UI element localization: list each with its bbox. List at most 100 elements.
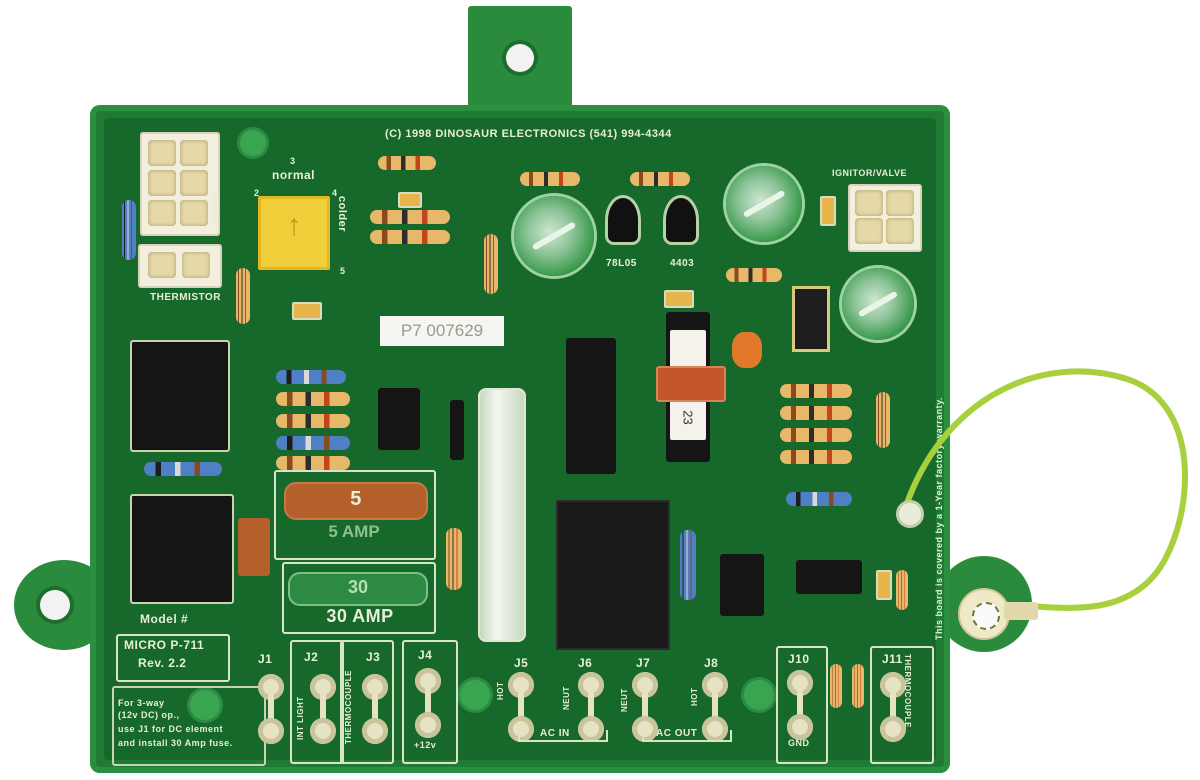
- arrow-up-icon: ↑: [286, 209, 302, 242]
- terminal-j5[interactable]: [508, 672, 534, 742]
- top-mounting-hole: [506, 44, 534, 72]
- regulator-label: 78L05: [606, 258, 637, 269]
- tantalum-capacitor: [732, 332, 762, 368]
- terminal-j2[interactable]: [310, 674, 336, 744]
- j7-sub: NEUT: [620, 688, 629, 712]
- resistor: [370, 210, 450, 224]
- j4-box: [402, 640, 458, 764]
- resistor: [276, 436, 350, 450]
- relay-2: [130, 494, 234, 604]
- serial-sticker: P7 007629: [380, 316, 504, 346]
- resistor: [726, 268, 782, 282]
- electrolytic-capacitor: [726, 166, 802, 242]
- smd-diode: [876, 570, 892, 600]
- fuse-30a[interactable]: 30: [288, 572, 428, 606]
- power-relay: [556, 500, 670, 650]
- resistor: [276, 370, 346, 384]
- warmer-label: warmer: [210, 190, 222, 233]
- glass-cartridge-fuse[interactable]: [478, 388, 526, 642]
- copyright-text: (C) 1998 DINOSAUR ELECTRONICS (541) 994-…: [385, 128, 672, 140]
- j6-sub: NEUT: [562, 686, 571, 710]
- ignitor-valve-connector: [848, 184, 922, 252]
- colder-label: colder: [336, 196, 348, 233]
- fuse-5a[interactable]: 5: [284, 482, 428, 520]
- j5-sub: HOT: [496, 681, 505, 700]
- j10-sub: GND: [788, 738, 810, 748]
- blue-jumper-wire: [144, 462, 222, 476]
- j3-box: [340, 640, 394, 764]
- terminal-j4[interactable]: [415, 668, 441, 738]
- pot-position-3: 3: [290, 156, 296, 166]
- electrolytic-capacitor: [514, 196, 594, 276]
- resistor: [780, 450, 852, 464]
- ac-in-bracket: [518, 730, 608, 742]
- terminal-j1[interactable]: [258, 674, 284, 744]
- j11-sub: THERMOCOUPLE: [903, 654, 912, 728]
- j10-box: [776, 646, 828, 764]
- ceramic-resonator: [656, 366, 726, 402]
- j7-label: J7: [636, 656, 651, 670]
- terminal-j6[interactable]: [578, 672, 604, 742]
- resistor: [630, 172, 690, 186]
- ac-out-label: AC OUT: [656, 728, 698, 739]
- via: [744, 680, 774, 710]
- temperature-pot[interactable]: ↑: [258, 196, 330, 270]
- left-mounting-hole: [40, 590, 70, 620]
- terminal-j7[interactable]: [632, 672, 658, 742]
- j11-box: [870, 646, 934, 764]
- via: [240, 130, 266, 156]
- pot-position-2: 2: [254, 188, 260, 198]
- note-line-1: For 3-way: [118, 698, 165, 708]
- vertical-resistor: [122, 200, 136, 260]
- terminal-j11[interactable]: [880, 672, 906, 742]
- ac-out-bracket: [642, 730, 732, 742]
- note-line-4: and install 30 Amp fuse.: [118, 738, 233, 748]
- power-transistor: [792, 286, 830, 352]
- resistor: [378, 156, 436, 170]
- j2-label: J2: [304, 650, 319, 664]
- vertical-resistor: [830, 664, 842, 708]
- ic-smd: [796, 560, 862, 594]
- fuse-5a-label: 5 AMP: [328, 522, 380, 541]
- tantalum-capacitor: [238, 518, 270, 576]
- ac-in-label: AC IN: [540, 728, 570, 739]
- thermistor-label: THERMISTOR: [150, 292, 221, 303]
- fuse-30a-value: 30: [347, 577, 369, 597]
- terminal-j10[interactable]: [787, 670, 813, 740]
- resistor: [780, 428, 852, 442]
- transistor-label: 4403: [670, 258, 695, 269]
- j3-label: J3: [366, 650, 381, 664]
- ground-wire[interactable]: [880, 360, 1200, 640]
- ring-terminal[interactable]: [958, 588, 1010, 640]
- relay-1: [130, 340, 230, 452]
- model-heading: Model #: [140, 612, 189, 626]
- ring-terminal-crimp: [1004, 602, 1038, 620]
- j6-label: J6: [578, 656, 593, 670]
- pot-position-5: 5: [340, 266, 346, 276]
- model-name: MICRO P-711: [124, 638, 205, 652]
- ic-dip-main: [566, 338, 616, 474]
- resistor: [370, 230, 450, 244]
- thermistor-connector: [138, 244, 222, 288]
- resistor: [780, 384, 852, 398]
- terminal-j3[interactable]: [362, 674, 388, 744]
- pot-position-4: 4: [332, 188, 338, 198]
- model-box: [116, 634, 230, 682]
- j5-label: J5: [514, 656, 529, 670]
- ignitor-label: IGNITOR/VALVE: [832, 168, 908, 178]
- fuse-5a-value: 5: [350, 488, 362, 510]
- j1-label: J1: [258, 652, 273, 666]
- model-rev: Rev. 2.2: [138, 656, 187, 670]
- resistor: [520, 172, 580, 186]
- resistor: [786, 492, 852, 506]
- transistor-4403: [666, 198, 696, 242]
- normal-label: normal: [272, 168, 316, 182]
- ground-wire-solder-point: [896, 500, 924, 528]
- smd-component: [292, 302, 322, 320]
- smd-diode: [820, 196, 836, 226]
- resistor: [780, 406, 852, 420]
- ic-8pin: [720, 554, 764, 616]
- terminal-j8[interactable]: [702, 672, 728, 742]
- ic-sticker-number: 23: [680, 410, 696, 425]
- vertical-resistor: [446, 528, 462, 590]
